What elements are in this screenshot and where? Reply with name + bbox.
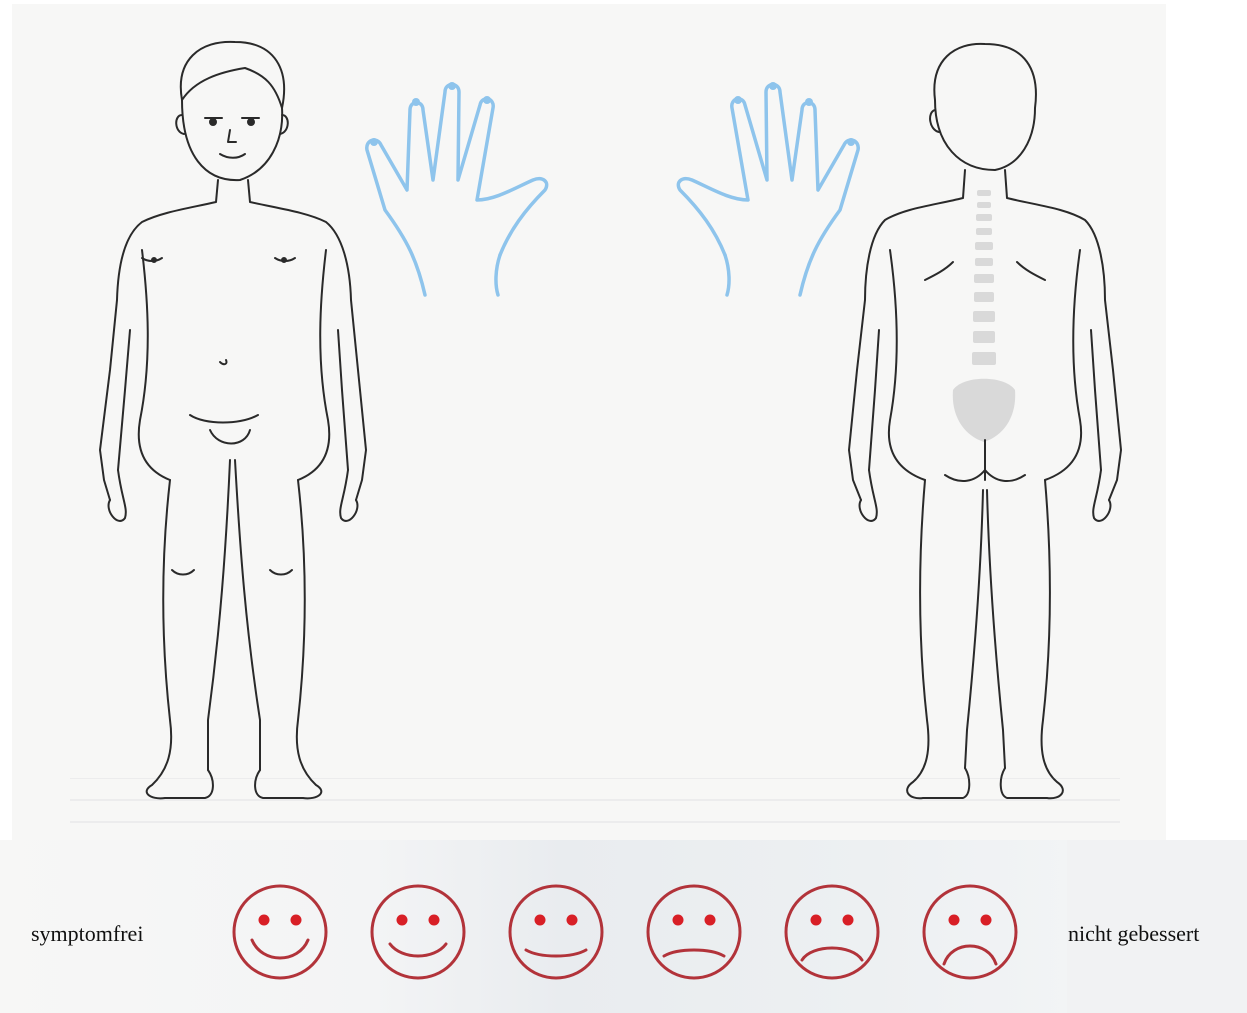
spine-shading [953, 190, 1015, 442]
back-body-figure [835, 30, 1135, 800]
mood-scale [228, 880, 1028, 990]
face-very-sad[interactable] [918, 880, 1022, 984]
scale-label-not-improved: nicht gebessert [1068, 921, 1199, 947]
front-body-figure [70, 30, 390, 800]
scale-label-symptom-free: symptomfrei [31, 921, 143, 947]
face-slightly-happy[interactable] [504, 880, 608, 984]
hands-figure [355, 70, 870, 310]
background-grid [70, 778, 1120, 844]
face-sad[interactable] [780, 880, 884, 984]
face-very-happy[interactable] [228, 880, 332, 984]
face-slightly-sad[interactable] [642, 880, 746, 984]
face-happy[interactable] [366, 880, 470, 984]
